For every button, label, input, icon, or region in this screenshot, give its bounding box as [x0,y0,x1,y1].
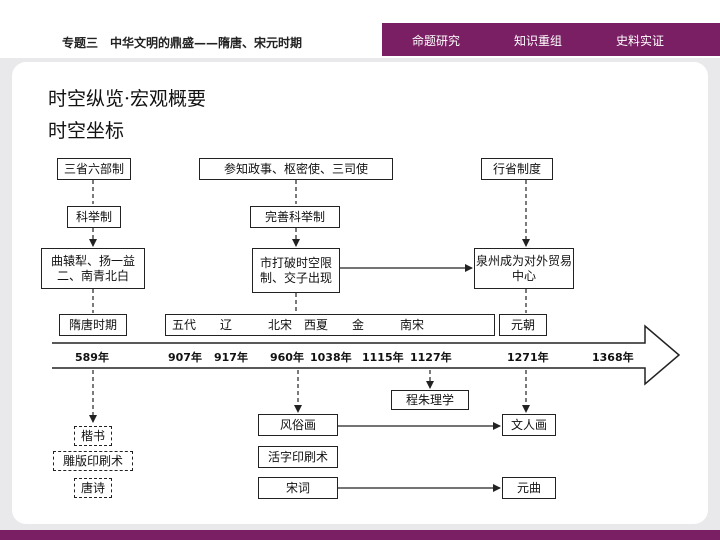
box-wenren: 文人画 [502,414,556,436]
box-song-period: 五代 辽 北宋 西夏 金 南宋 [165,314,495,336]
box-keju: 科举制 [67,206,121,228]
box-sansheng: 三省六部制 [57,158,131,180]
tab-shiliao[interactable]: 史料实证 [616,34,665,48]
nav-bar: 命题研究 知识重组 史料实证 [382,23,720,56]
box-chengzhu: 程朱理学 [391,390,469,410]
year-label: 589年 [75,351,109,364]
year-label: 907年 [168,351,202,364]
year-label: 1271年 [507,351,549,364]
box-tangshi: 唐诗 [74,478,112,498]
box-kaishu: 楷书 [74,426,112,446]
box-yuanqu: 元曲 [502,477,556,499]
sub-heading: 时空坐标 [48,120,125,142]
box-songci: 宋词 [258,477,338,499]
tab-mingti[interactable]: 命题研究 [412,34,461,48]
main-heading: 时空纵览·宏观概要 [48,88,207,110]
content-panel [12,62,708,524]
box-suitang: 隋唐时期 [59,314,127,336]
year-label: 1368年 [592,351,634,364]
year-label: 1115年 [362,351,404,364]
box-quanzhou: 泉州成为对外贸易中心 [474,248,574,289]
box-xingsheng: 行省制度 [481,158,553,180]
header-title: 专题三 中华文明的鼎盛——隋唐、宋元时期 [62,36,303,50]
year-label: 917年 [214,351,248,364]
box-diaoban: 雕版印刷术 [53,451,133,471]
box-quyuan: 曲辕犁、扬一益二、南青北白 [41,248,145,289]
box-shida: 市打破时空限制、交子出现 [252,248,340,293]
bottom-bar [0,530,720,540]
box-huozi: 活字印刷术 [258,446,338,468]
box-fengsu: 风俗画 [258,414,338,436]
box-yuan: 元朝 [499,314,547,336]
year-label: 1038年 [310,351,352,364]
tab-zhishi[interactable]: 知识重组 [514,34,563,48]
box-wanshan: 完善科举制 [250,206,340,228]
box-canzhi: 参知政事、枢密使、三司使 [199,158,393,180]
timeline-arrow [52,324,681,386]
year-label: 960年 [270,351,304,364]
year-label: 1127年 [410,351,452,364]
